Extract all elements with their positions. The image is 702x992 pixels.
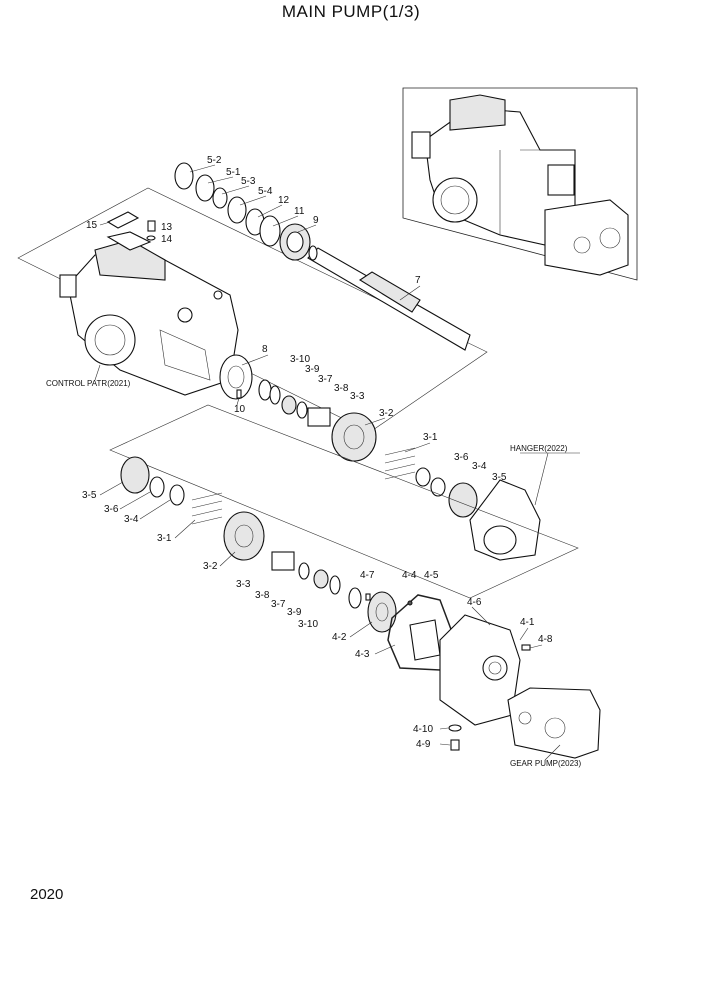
label-5-4: 5-4 [258, 186, 273, 197]
label-3-1-lower: 3-1 [157, 533, 172, 544]
caption-control-part: CONTROL PATR(2021) [46, 379, 131, 388]
label-4-5: 4-5 [424, 570, 439, 581]
label-3-7-upper: 3-7 [318, 374, 333, 385]
label-3-2-upper: 3-2 [379, 408, 394, 419]
caption-leaders [94, 364, 580, 761]
label-9: 9 [313, 215, 319, 226]
label-3-9-lower: 3-9 [287, 607, 302, 618]
label-4-8: 4-8 [538, 634, 553, 645]
label-3-8-lower: 3-8 [255, 590, 270, 601]
label-3-4-upper: 3-4 [472, 461, 487, 472]
label-5-3: 5-3 [241, 176, 256, 187]
label-3-3-lower: 3-3 [236, 579, 251, 590]
label-3-2-lower: 3-2 [203, 561, 218, 572]
port-block [439, 614, 531, 726]
label-5-2: 5-2 [207, 155, 222, 166]
label-4-4: 4-4 [402, 570, 417, 581]
label-3-10-lower: 3-10 [298, 619, 318, 630]
assembled-pump-drawing [411, 94, 629, 276]
label-11: 11 [294, 206, 305, 217]
label-3-3-upper: 3-3 [350, 391, 365, 402]
assembled-pump-inset [402, 87, 638, 281]
label-3-5-lower: 3-5 [82, 490, 97, 501]
label-3-4-lower: 3-4 [124, 514, 139, 525]
label-3-9-upper: 3-9 [305, 364, 320, 375]
pin-10 [236, 389, 242, 399]
label-4-3: 4-3 [355, 649, 370, 660]
label-3-8-upper: 3-8 [334, 383, 349, 394]
label-leaders [99, 164, 543, 746]
label-5-1: 5-1 [226, 167, 241, 178]
pump-casing [59, 231, 239, 396]
label-3-6-lower: 3-6 [104, 504, 119, 515]
gear-pump [507, 687, 601, 759]
label-12: 12 [278, 195, 290, 206]
label-7: 7 [415, 275, 421, 286]
label-3-1-upper: 3-1 [423, 432, 438, 443]
name-plate-part [106, 211, 140, 229]
label-3-5-upper: 3-5 [492, 472, 507, 483]
caption-hanger: HANGER(2022) [510, 444, 568, 453]
label-4-10: 4-10 [413, 724, 433, 735]
label-3-7-lower: 3-7 [271, 599, 286, 610]
label-8: 8 [262, 344, 268, 355]
label-15: 15 [86, 220, 98, 231]
washer-14 [146, 235, 156, 241]
label-4-9: 4-9 [416, 739, 431, 750]
caption-gear-pump: GEAR PUMP(2023) [510, 759, 581, 768]
label-13: 13 [161, 222, 173, 233]
label-14: 14 [161, 234, 173, 245]
rotating-group-lower [120, 456, 341, 595]
label-4-1: 4-1 [520, 617, 535, 628]
drive-shaft [307, 245, 471, 351]
label-4-7: 4-7 [360, 570, 375, 581]
page-number: 2020 [30, 886, 64, 903]
label-3-6-upper: 3-6 [454, 452, 469, 463]
valve-plate-8 [219, 354, 253, 400]
label-10: 10 [234, 404, 246, 415]
label-4-2: 4-2 [332, 632, 347, 643]
rotating-group-region [109, 404, 579, 599]
label-3-10-upper: 3-10 [290, 354, 310, 365]
page-title: MAIN PUMP(1/3) [281, 2, 421, 21]
label-4-6: 4-6 [467, 597, 482, 608]
plug-4-9 [450, 739, 460, 751]
casing-region [17, 187, 488, 433]
o-ring-4-10 [448, 724, 462, 732]
bolt-13 [147, 220, 156, 232]
shaft-seal-rings [174, 162, 311, 261]
